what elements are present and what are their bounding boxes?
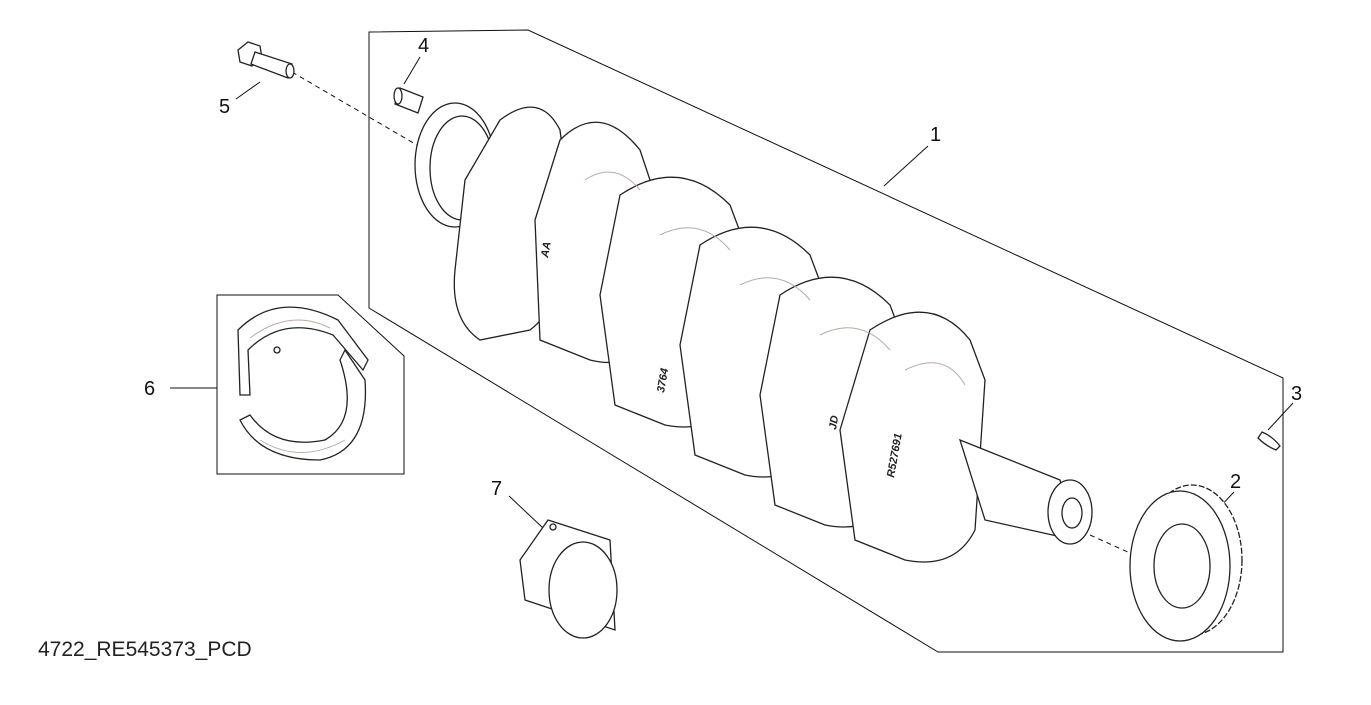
callout-1: 1 xyxy=(930,124,942,146)
leader-line-4 xyxy=(403,56,421,85)
crankshaft-part: AA 3764 JD R527691 xyxy=(414,102,1093,563)
callout-7: 7 xyxy=(491,478,503,500)
callout-4: 4 xyxy=(418,35,430,57)
thrust-bearing-part xyxy=(237,306,369,461)
bolt-part xyxy=(237,41,295,79)
key-part xyxy=(1257,431,1281,451)
bearing-group-frame xyxy=(216,294,405,475)
leader-line-5 xyxy=(235,81,261,100)
callout-2: 2 xyxy=(1230,471,1242,493)
engraving-aa: AA xyxy=(539,241,554,260)
assembly-line-bolt xyxy=(291,71,423,149)
figure-id-label: 4722_RE545373_PCD xyxy=(38,638,252,661)
crankshaft-group-frame xyxy=(368,29,1284,653)
callout-5: 5 xyxy=(219,96,231,118)
engraving-jd: JD xyxy=(827,415,841,431)
callout-6: 6 xyxy=(144,378,156,400)
leader-line-7 xyxy=(508,495,544,529)
gear-part xyxy=(1129,484,1243,642)
bushing-part xyxy=(519,519,618,639)
engraving-3764: 3764 xyxy=(655,367,671,393)
leader-line-3 xyxy=(1267,402,1294,431)
dowel-pin-part xyxy=(393,87,424,114)
leader-line-1 xyxy=(883,145,929,187)
callout-3: 3 xyxy=(1291,383,1303,405)
